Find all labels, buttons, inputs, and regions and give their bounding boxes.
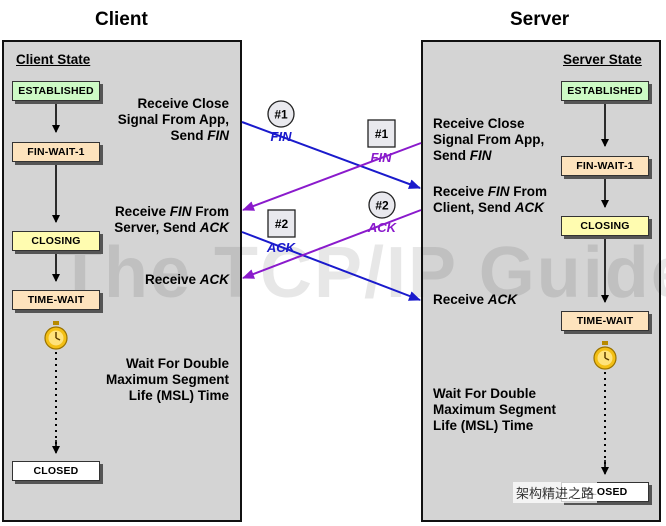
server-ack-arrow xyxy=(242,209,422,279)
client-fin-label: FIN xyxy=(271,129,293,144)
client-fin-tag-circle xyxy=(267,100,295,128)
client-state-time-wait: TIME-WAIT xyxy=(12,290,100,310)
server-ack-label: ACK xyxy=(367,220,398,235)
server-fin-tag: #1 xyxy=(375,127,389,141)
client-state-closed: CLOSED xyxy=(12,461,100,481)
client-panel xyxy=(2,40,242,522)
client-state-fin-wait-1: FIN-WAIT-1 xyxy=(12,142,100,162)
client-fin-arrow xyxy=(241,121,421,189)
footer-watermark: 架构精进之路 xyxy=(513,482,598,503)
client-ack-tag: #2 xyxy=(275,217,289,231)
server-state-fin-wait-1: FIN-WAIT-1 xyxy=(561,156,649,176)
server-state-title: Server State xyxy=(563,52,642,67)
server-heading: Server xyxy=(510,9,570,30)
server-receive-ack-text: Receive ACK xyxy=(433,292,518,307)
client-receive-ack-text: Receive ACK xyxy=(144,272,229,287)
server-stopwatch-icon xyxy=(593,341,617,370)
server-state-established: ESTABLISHED xyxy=(561,81,649,101)
server-panel xyxy=(421,40,661,522)
client-ack-label: ACK xyxy=(266,240,297,255)
server-state-closing: CLOSING xyxy=(561,216,649,236)
client-state-title: Client State xyxy=(16,52,91,67)
server-fin-label: FIN xyxy=(371,150,393,165)
client-heading: Client xyxy=(95,9,148,30)
server-ack-tag-circle xyxy=(368,191,396,219)
server-ack-tag: #2 xyxy=(375,199,389,213)
client-ack-tag-square xyxy=(267,209,296,238)
server-state-time-wait: TIME-WAIT xyxy=(561,311,649,331)
client-fin-tag: #1 xyxy=(274,108,288,122)
client-stopwatch-icon xyxy=(44,321,68,350)
client-state-closing: CLOSING xyxy=(12,231,100,251)
client-ack-arrow xyxy=(241,231,421,301)
server-fin-arrow xyxy=(242,142,422,211)
server-fin-tag-square xyxy=(367,119,396,148)
client-state-established: ESTABLISHED xyxy=(12,81,100,101)
